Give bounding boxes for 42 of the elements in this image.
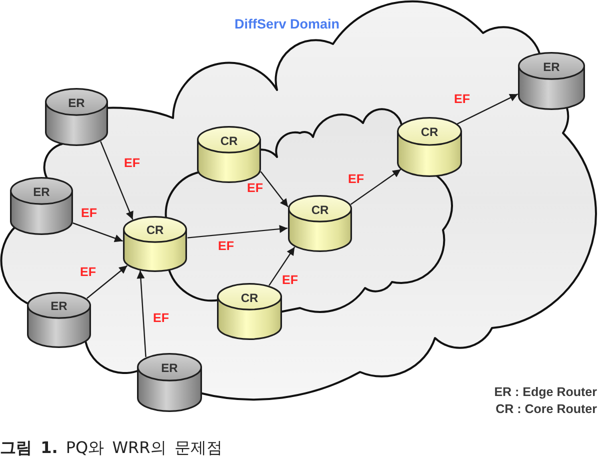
- edge-label: EF: [282, 274, 298, 286]
- arrow: [136, 270, 146, 358]
- router-cylinder: [217, 283, 282, 340]
- arrow: [187, 224, 288, 238]
- router-label: ER: [68, 96, 85, 109]
- router-label: ER: [161, 362, 178, 374]
- arrow: [100, 141, 134, 220]
- arrow: [86, 265, 128, 299]
- arrow: [268, 246, 296, 286]
- router-label: ER: [50, 300, 68, 312]
- edge-label: EF: [218, 240, 234, 252]
- arrow: [72, 222, 123, 242]
- router-cylinder: [10, 177, 73, 235]
- router-label: CR: [146, 224, 164, 236]
- edge-label: EF: [153, 312, 169, 324]
- router-label: CR: [220, 134, 238, 147]
- edge-label: EF: [348, 172, 364, 186]
- key-text: ER : Edge Router: [494, 386, 597, 398]
- router-cylinder: [45, 88, 108, 146]
- router-cylinder: [27, 292, 91, 348]
- key-text: CR : Core Router: [496, 402, 597, 416]
- edge-label: EF: [80, 266, 96, 278]
- router-cylinder: [518, 52, 585, 110]
- router-cylinder: [123, 216, 187, 272]
- domain-title: DiffServ Domain: [234, 17, 340, 31]
- router-cylinder: [197, 126, 261, 183]
- arrow: [456, 94, 518, 124]
- edge-label: EF: [124, 156, 140, 170]
- router-label: CR: [311, 204, 329, 216]
- router-label: CR: [240, 292, 258, 304]
- router-cylinder: [397, 117, 462, 177]
- edge-label: EF: [247, 182, 263, 194]
- router-label: ER: [33, 186, 50, 198]
- router-label: ER: [543, 60, 560, 73]
- router-cylinder: [288, 195, 352, 252]
- arrow: [260, 171, 288, 208]
- router-cylinder: [137, 353, 202, 412]
- edge-label: EF: [81, 206, 97, 220]
- router-label: CR: [420, 126, 438, 138]
- figure-caption: 그림 1. PQ와 WRR의 문제점: [0, 440, 222, 456]
- arrow: [350, 168, 402, 205]
- edge-label: EF: [454, 92, 470, 106]
